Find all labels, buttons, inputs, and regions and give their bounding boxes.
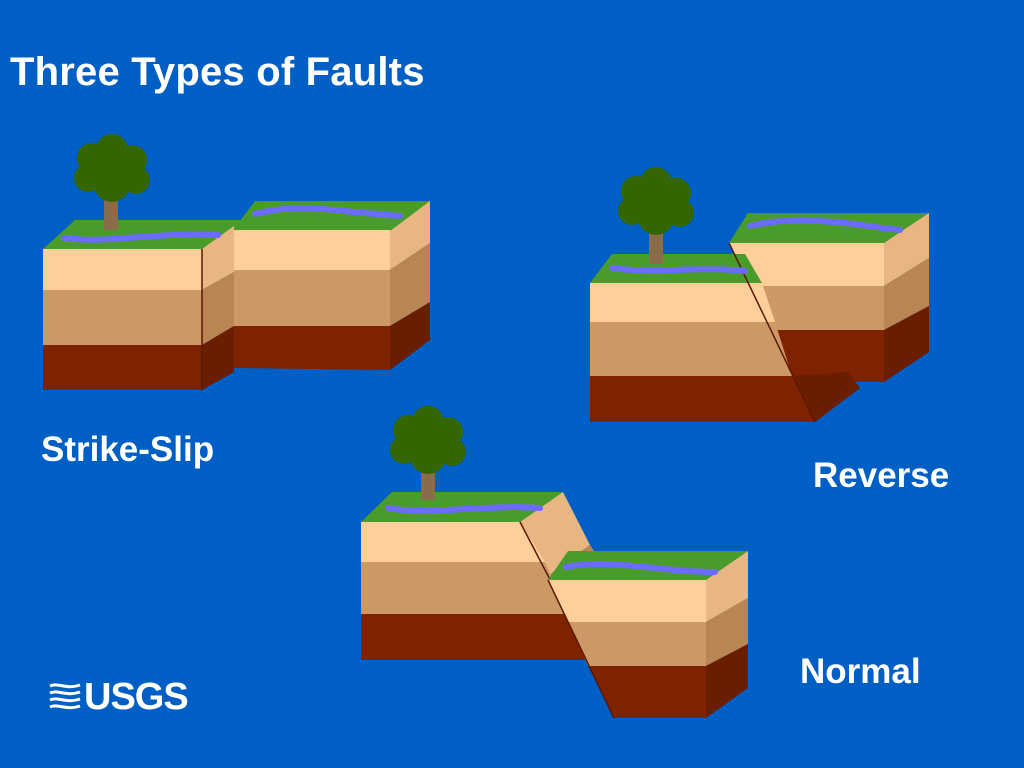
usgs-logo-text: USGS <box>84 676 189 718</box>
reverse-label: Reverse <box>813 456 950 495</box>
reverse-right-block <box>729 213 929 382</box>
normal-left-block <box>361 492 600 661</box>
strike-slip-right-block <box>233 201 430 370</box>
normal-river-right <box>563 560 718 575</box>
strike-slip-diagram <box>43 134 430 390</box>
strike-slip-river-right <box>252 205 403 219</box>
slide-title: Three Types of Faults <box>10 50 425 94</box>
normal-diagram <box>361 406 748 719</box>
normal-label: Normal <box>800 652 921 691</box>
reverse-river-right <box>747 217 903 233</box>
reverse-river-left <box>609 265 748 274</box>
normal-right-block <box>547 551 748 719</box>
usgs-wave-icon <box>49 683 81 710</box>
strike-slip-river-left <box>61 231 221 243</box>
reverse-tree <box>618 167 694 264</box>
reverse-left-block <box>590 242 860 423</box>
strike-slip-left-block <box>43 220 248 390</box>
strike-slip-label: Strike-Slip <box>41 430 215 469</box>
normal-river-left <box>385 504 543 514</box>
normal-tree <box>390 406 466 500</box>
strike-slip-tree <box>74 134 150 230</box>
reverse-diagram <box>590 167 929 423</box>
